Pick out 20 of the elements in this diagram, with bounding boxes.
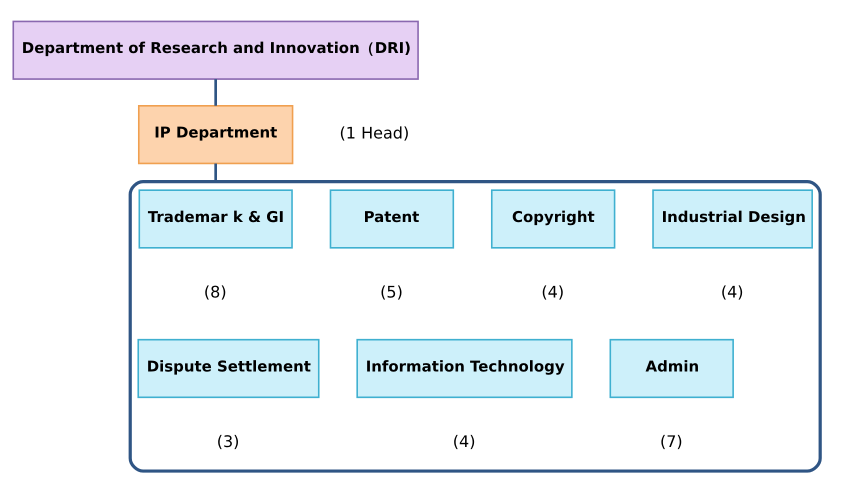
node-label: (4) — [452, 432, 475, 452]
node-box: Department of Research and Innovation（DRI) — [12, 20, 418, 80]
connector — [214, 79, 216, 106]
node-box: IP Department — [137, 104, 293, 164]
node-box: Copyright — [490, 189, 615, 249]
node-label: (4) — [540, 282, 564, 302]
node-label: (4) — [720, 282, 744, 302]
node-label: (5) — [380, 282, 402, 302]
node-box: Patent — [329, 189, 454, 249]
node-box: Admin — [609, 338, 734, 398]
node-box: Dispute Settlement — [136, 338, 320, 398]
node-box: Trademar k & GI — [138, 189, 292, 249]
node-label: (3) — [216, 432, 239, 452]
node-label: (8) — [203, 282, 226, 302]
cluster — [128, 180, 822, 473]
connector — [214, 164, 216, 182]
node-box: Information Technology — [356, 338, 572, 398]
node-label: (7) — [659, 432, 682, 452]
node-box: Industrial Design — [652, 189, 812, 249]
node-label: (1 Head) — [339, 123, 409, 142]
